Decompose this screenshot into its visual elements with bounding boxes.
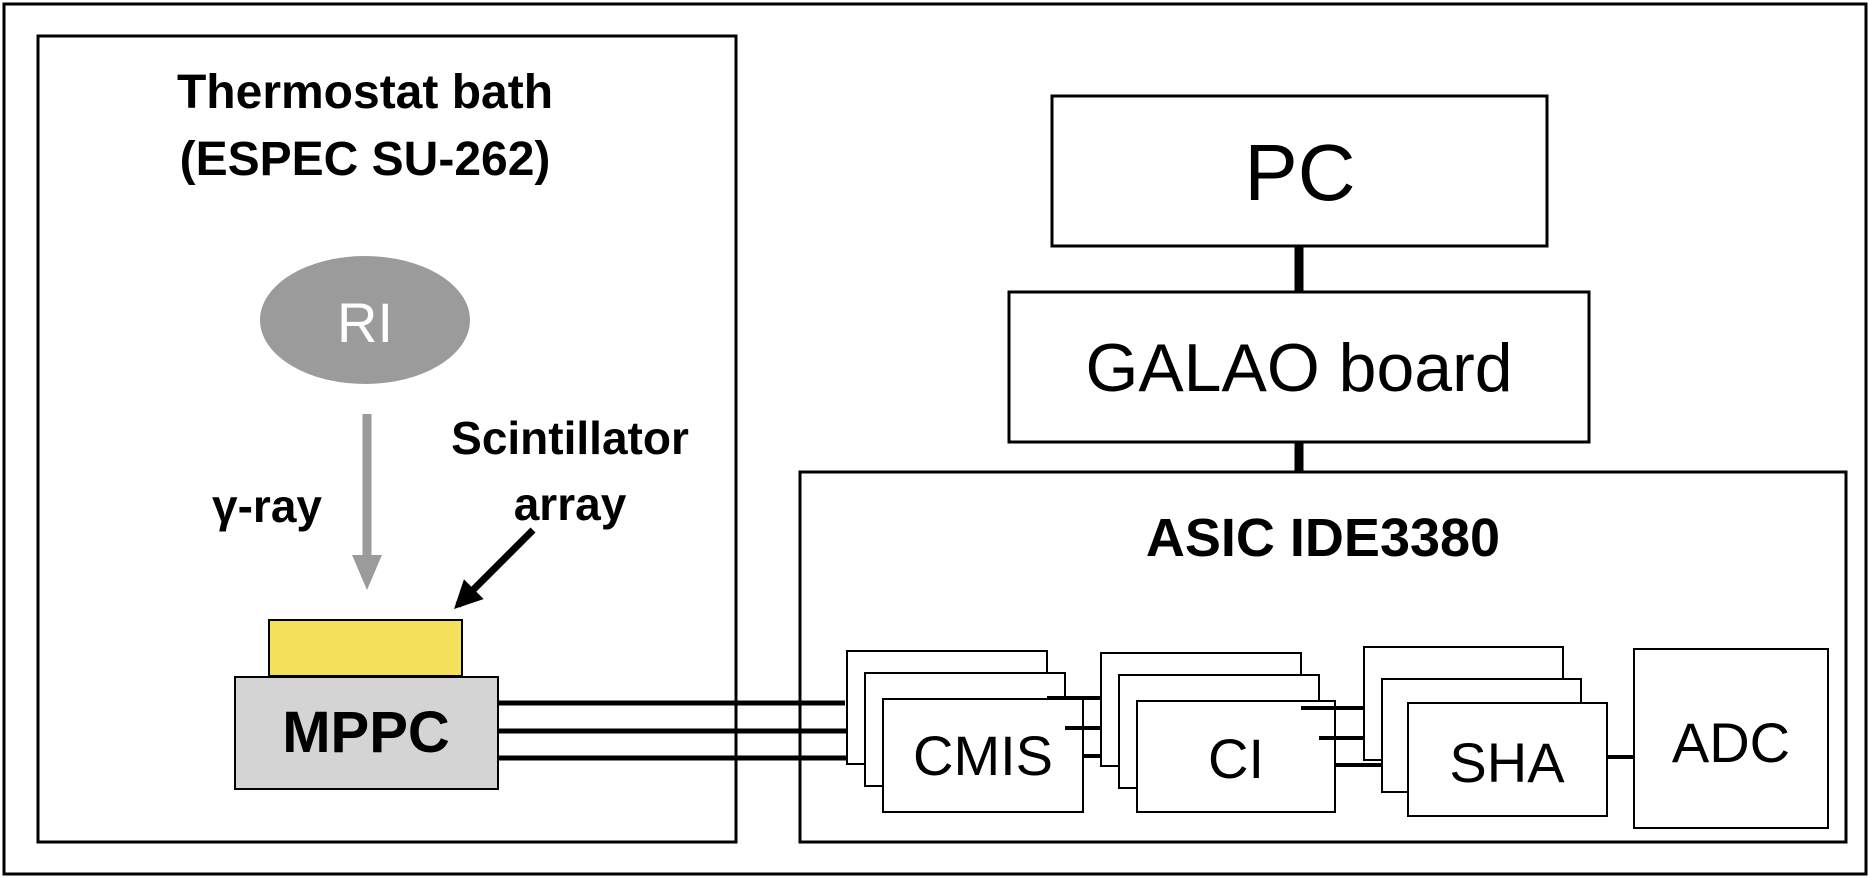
scintillator-array <box>268 619 463 677</box>
ri-label: RI <box>337 291 393 354</box>
adc-label: ADC <box>1672 711 1790 774</box>
cmis-label: CMIS <box>913 724 1053 787</box>
sha-label: SHA <box>1449 731 1565 794</box>
ri-source <box>260 256 470 384</box>
asic-title: ASIC IDE3380 <box>1146 508 1500 568</box>
galao-board-box <box>1007 290 1591 444</box>
pc-box <box>1050 94 1549 248</box>
ci-label: CI <box>1208 727 1264 790</box>
scintillator-label-line2: array <box>514 478 627 530</box>
pc-label: PC <box>1244 128 1355 217</box>
scintillator-label-line1: Scintillator <box>451 412 689 464</box>
galao-board-label: GALAO board <box>1085 330 1512 406</box>
gamma-ray-label: γ-ray <box>212 480 322 532</box>
sha-box <box>1407 702 1608 817</box>
thermostat-title-line1: Thermostat bath <box>177 66 553 119</box>
adc-box <box>1633 648 1829 829</box>
ci-box <box>1136 700 1336 813</box>
mppc-label: MPPC <box>282 700 450 765</box>
scintillator-arrow <box>454 527 536 609</box>
thermostat-title-line2: (ESPEC SU-262) <box>180 133 551 186</box>
gamma-ray-arrow-head <box>352 555 382 590</box>
